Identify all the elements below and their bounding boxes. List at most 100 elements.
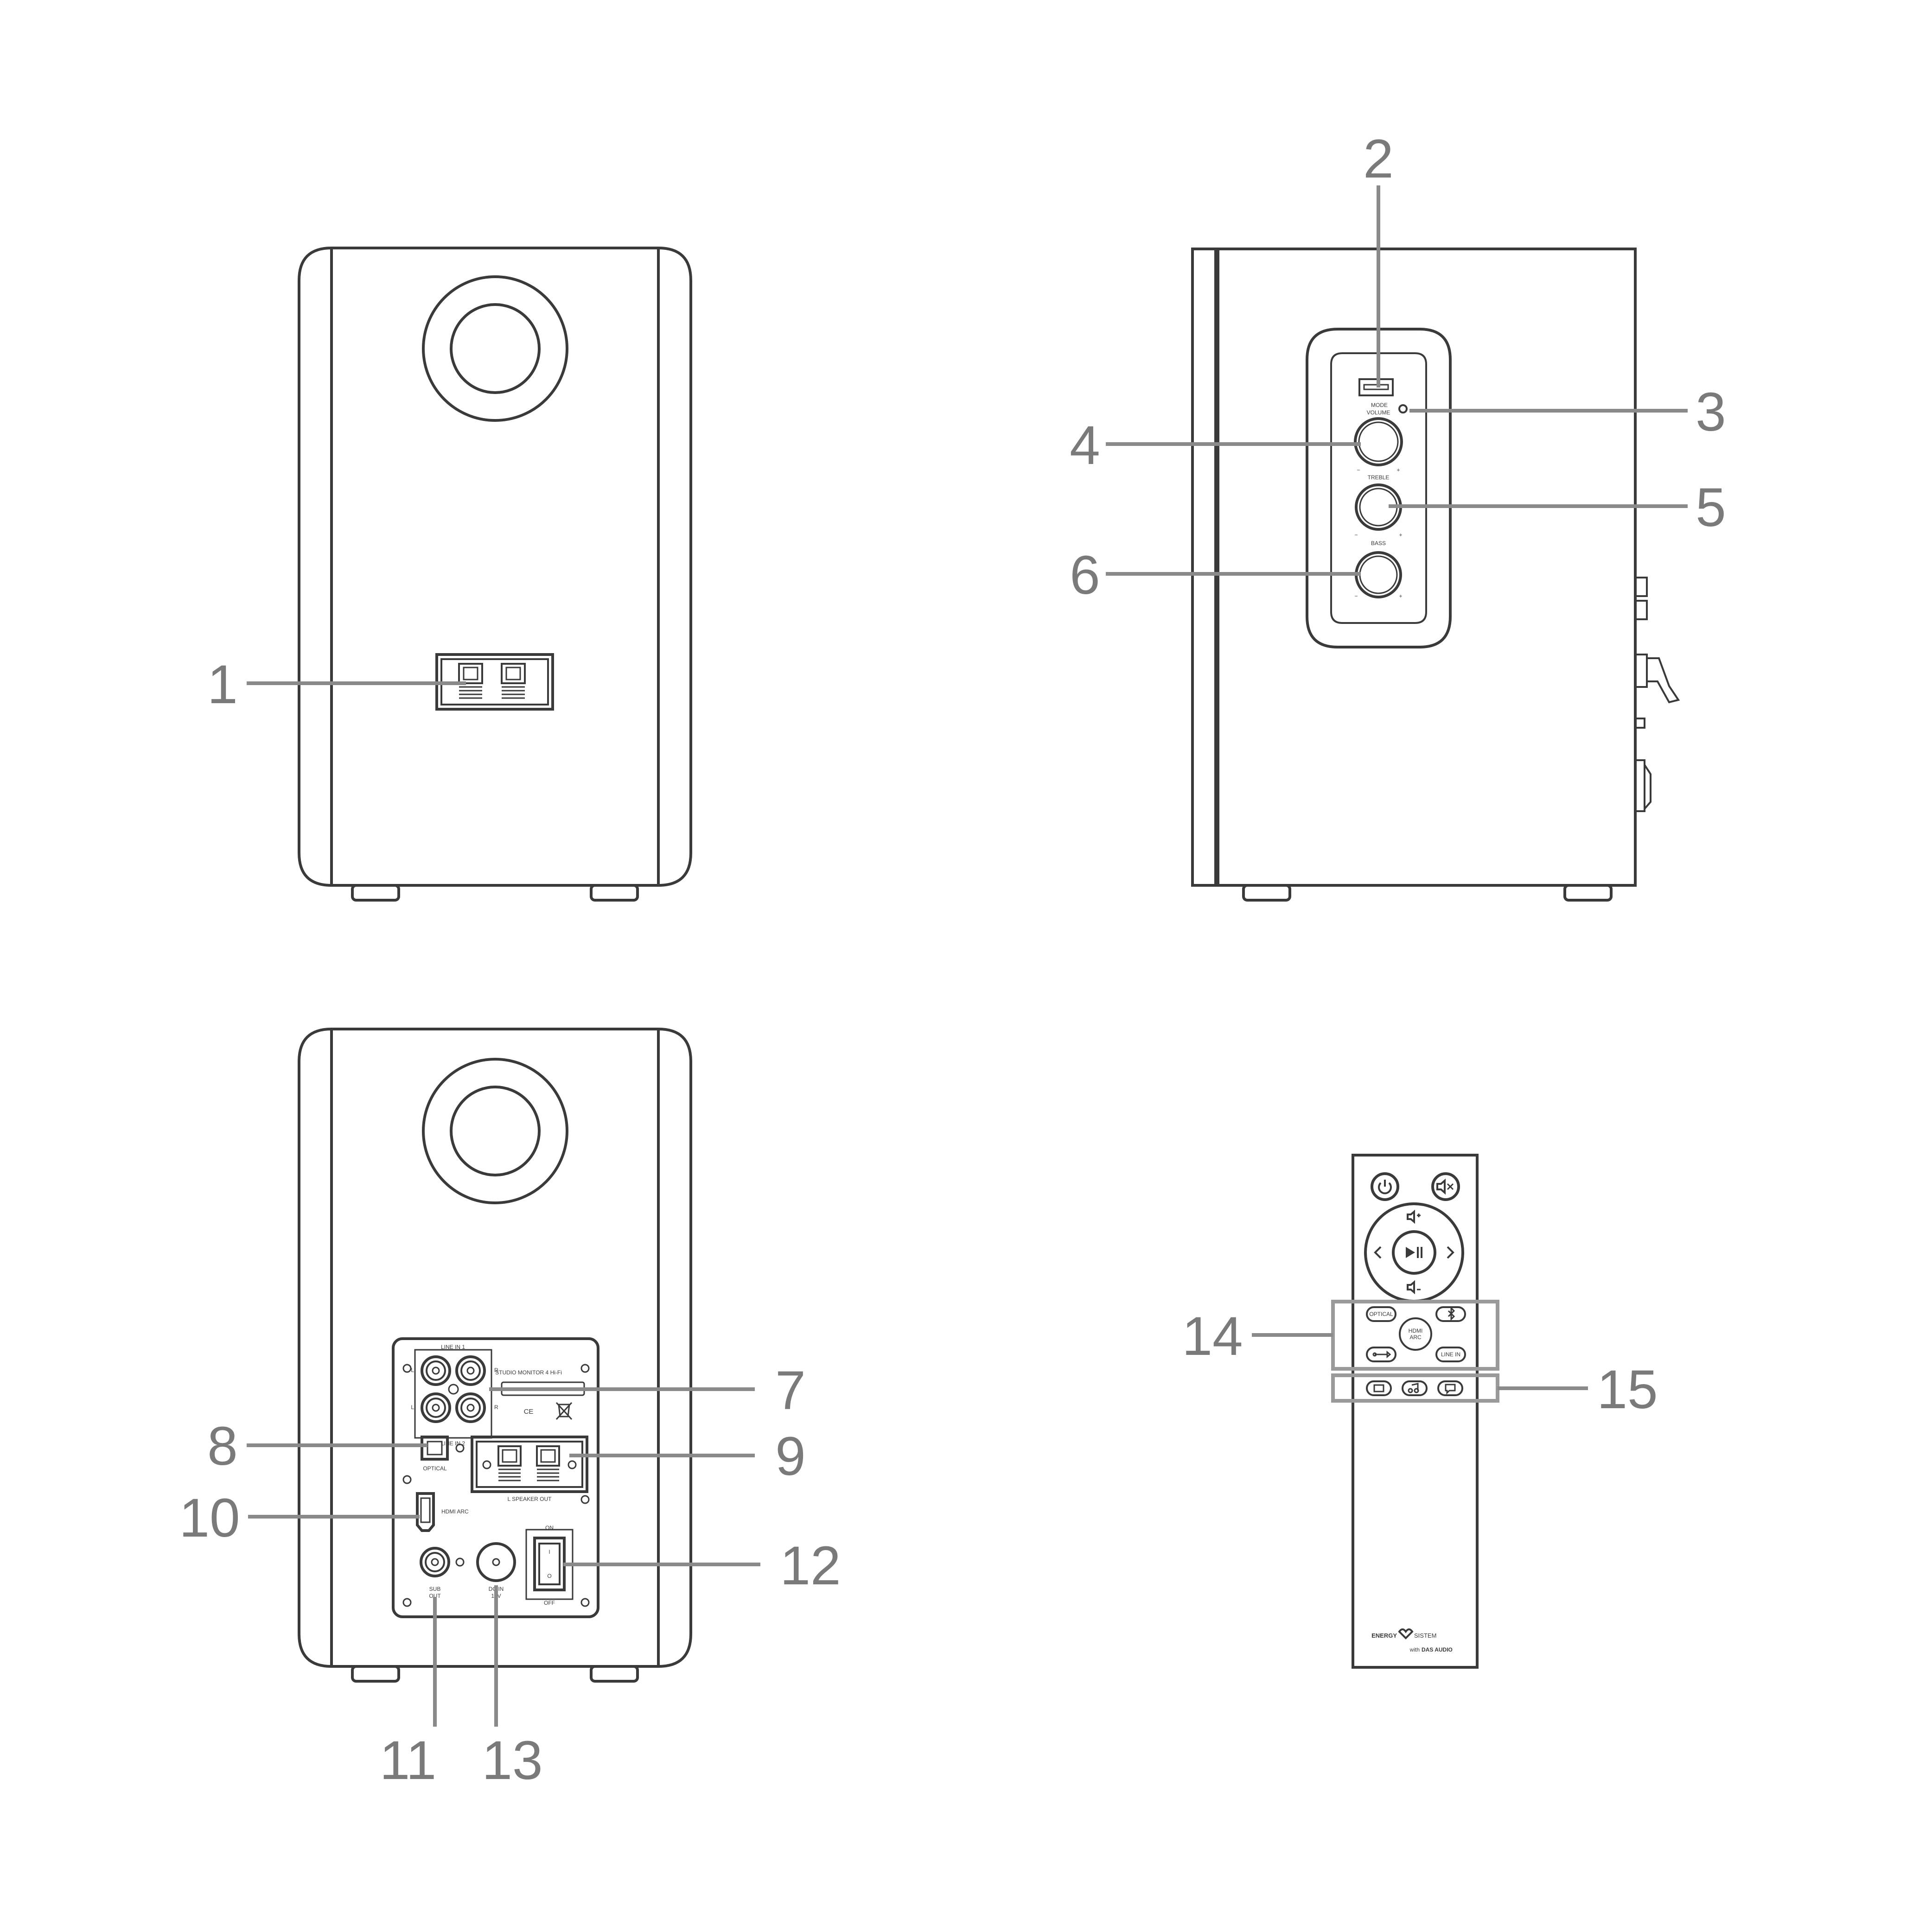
bluetooth-icon <box>1447 1306 1455 1321</box>
rca-jack[interactable] <box>455 1392 486 1423</box>
optical-source-button[interactable] <box>1366 1306 1396 1322</box>
line-in-1-label: LINE IN 1 <box>441 1344 465 1350</box>
foot <box>351 884 400 902</box>
switch-o-mark: O <box>547 1573 551 1579</box>
volume-knob[interactable] <box>1354 417 1403 466</box>
callout-15: 15 <box>1597 1359 1658 1420</box>
treble-label: TREBLE <box>1368 474 1390 481</box>
foot <box>351 1665 400 1683</box>
play-pause-button[interactable] <box>1392 1230 1436 1275</box>
callout-7: 7 <box>775 1360 806 1421</box>
foot <box>1242 884 1291 902</box>
rca-jack[interactable] <box>455 1355 486 1386</box>
bass-plus-mark: + <box>1399 593 1402 599</box>
callout-14: 14 <box>1182 1306 1243 1367</box>
callout-10: 10 <box>179 1487 240 1549</box>
callout-5: 5 <box>1696 477 1726 538</box>
mode-label: MODE <box>1371 402 1388 408</box>
power-icon <box>1378 1180 1392 1195</box>
sub-out-jack[interactable] <box>420 1547 450 1577</box>
optical-label: OPTICAL <box>423 1465 447 1472</box>
line-in-source-button[interactable] <box>1435 1347 1466 1362</box>
brand-logo-part1: ENERGY <box>1371 1632 1397 1639</box>
previous-icon[interactable] <box>1374 1246 1382 1259</box>
volume-plus-mark: + <box>1396 467 1400 473</box>
bass-label: BASS <box>1371 540 1386 547</box>
callout-1: 1 <box>207 654 238 715</box>
optical-source-label: OPTICAL <box>1369 1311 1393 1317</box>
bass-port <box>422 275 568 422</box>
sub-out-label-line2: OUT <box>429 1593 441 1599</box>
line-in-rca-group: LINE IN 1 LINE IN 2 L R L R <box>411 1344 498 1447</box>
foot <box>590 1665 639 1683</box>
callout-3: 3 <box>1696 381 1726 443</box>
optical-input: OPTICAL <box>421 1436 465 1472</box>
music-note-icon <box>1408 1383 1419 1393</box>
dc-in-jack[interactable] <box>476 1542 516 1582</box>
front-baffle <box>1191 248 1217 887</box>
active-speaker-side-view: MODE VOLUME − + TREBLE − + BASS − + 2 3 … <box>1070 128 1726 902</box>
volume-label: VOLUME <box>1367 409 1390 416</box>
eq-buttons-highlight <box>1331 1373 1499 1403</box>
hdmi-arc-label: HDMI ARC <box>441 1508 469 1515</box>
callout-9: 9 <box>775 1426 806 1487</box>
rca-jack[interactable] <box>421 1355 451 1386</box>
rear-connector-panel: LINE IN 1 LINE IN 2 L R L R STUDIO MONIT… <box>392 1337 599 1618</box>
eq-voice-button[interactable] <box>1437 1380 1463 1396</box>
speaker-out-label: L SPEAKER OUT <box>508 1496 552 1502</box>
power-button[interactable] <box>1371 1172 1399 1201</box>
mute-button[interactable] <box>1431 1172 1460 1201</box>
callout-13: 13 <box>482 1730 542 1791</box>
line-in-1-left-label: L <box>411 1367 414 1373</box>
switch-i-mark: I <box>548 1549 550 1555</box>
callout-6: 6 <box>1070 545 1100 606</box>
volume-down-icon[interactable] <box>1407 1280 1421 1295</box>
eq-mode-buttons <box>1366 1380 1463 1396</box>
callout-8: 8 <box>207 1416 238 1477</box>
line-in-2-left-label: L <box>411 1404 414 1411</box>
rca-jack[interactable] <box>421 1392 451 1423</box>
switch-on-label: ON <box>545 1525 554 1531</box>
treble-plus-mark: + <box>1399 532 1402 538</box>
rear-connectors-side <box>1634 577 1680 812</box>
sub-brand-name: DAS AUDIO <box>1422 1646 1453 1653</box>
status-led <box>1398 404 1408 413</box>
volume-up-icon[interactable] <box>1407 1209 1421 1224</box>
brand-logo-part2: SISTEM <box>1414 1632 1436 1639</box>
hdmi-port[interactable] <box>416 1492 435 1532</box>
bass-minus-mark: − <box>1354 593 1358 599</box>
callout-11: 11 <box>380 1730 437 1791</box>
active-speaker-rear-view: LINE IN 1 LINE IN 2 L R L R STUDIO MONIT… <box>179 1028 841 1791</box>
eq-music-button[interactable] <box>1402 1380 1428 1396</box>
bass-port <box>422 1058 568 1204</box>
line-in-2-right-label: R <box>494 1404 498 1411</box>
treble-minus-mark: − <box>1354 532 1358 538</box>
line-in-2-label: LINE IN 2 <box>441 1440 465 1447</box>
movie-icon <box>1373 1384 1384 1392</box>
hdmi-arc-source-button[interactable] <box>1399 1317 1432 1351</box>
line-in-1-right-label: R <box>494 1367 498 1373</box>
usb-source-button[interactable] <box>1366 1347 1396 1362</box>
foot <box>590 884 639 902</box>
callout-12: 12 <box>780 1535 841 1596</box>
next-icon[interactable] <box>1447 1246 1454 1259</box>
callout-2: 2 <box>1363 128 1394 190</box>
foot <box>1563 884 1613 902</box>
passive-speaker-rear-view: 1 <box>207 247 692 902</box>
speaker-output-terminal: L SPEAKER OUT <box>471 1436 588 1502</box>
hdmi-arc-input: HDMI ARC <box>416 1492 469 1532</box>
model-label: STUDIO MONITOR 4 Hi-Fi <box>495 1369 562 1376</box>
sub-out-label-line1: SUB <box>429 1586 441 1592</box>
source-buttons: OPTICAL HDMI ARC LINE IN <box>1366 1306 1466 1362</box>
brand-heart-icon <box>1398 1628 1414 1640</box>
eq-movie-button[interactable] <box>1366 1380 1392 1396</box>
optical-port[interactable] <box>421 1436 449 1461</box>
hdmi-source-label-line2: ARC <box>1409 1334 1422 1341</box>
bass-knob[interactable] <box>1355 551 1402 598</box>
switch-off-label: OFF <box>544 1600 555 1606</box>
volume-minus-mark: − <box>1357 467 1360 473</box>
ce-mark: CE <box>524 1408 534 1416</box>
callout-4: 4 <box>1070 415 1100 476</box>
hdmi-source-label-line1: HDMI <box>1409 1328 1423 1334</box>
